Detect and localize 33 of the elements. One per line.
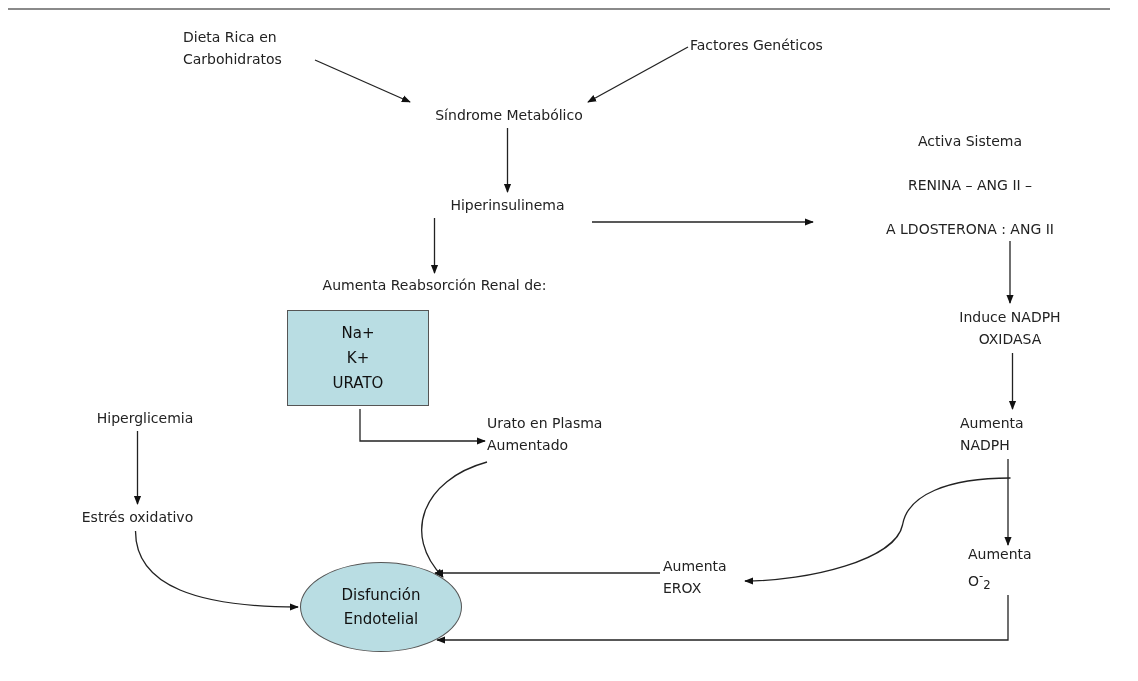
node-text: Hiperglicemia bbox=[96, 409, 194, 428]
box-text: URATO bbox=[332, 372, 384, 394]
ellipse-text: Disfunción Endotelial bbox=[340, 585, 422, 630]
node-text: Dieta Rica en Carbohidratos bbox=[183, 28, 283, 69]
arrow bbox=[434, 569, 661, 577]
node-text: Activa Sistema bbox=[917, 132, 1023, 151]
arrow bbox=[133, 430, 142, 505]
arrow bbox=[436, 594, 1009, 644]
arrow bbox=[587, 46, 689, 103]
arrow bbox=[430, 217, 439, 274]
arrow bbox=[1008, 352, 1017, 410]
node-text: RENINA – ANG II – bbox=[907, 176, 1033, 195]
arrow bbox=[314, 59, 411, 103]
arrow bbox=[421, 461, 488, 578]
node-text: A LDOSTERONA : ANG II bbox=[886, 220, 1054, 239]
node-text: Factores Genéticos bbox=[690, 36, 823, 55]
node-text: Induce NADPH OXIDASA bbox=[958, 308, 1062, 349]
arrow bbox=[744, 477, 1012, 585]
node-text: Síndrome Metabólico bbox=[435, 106, 583, 125]
node-text: Hiperinsulinema bbox=[450, 196, 565, 215]
arrow bbox=[1006, 240, 1014, 304]
arrow bbox=[1004, 458, 1012, 546]
heading-text: Aumenta Reabsorción Renal de: bbox=[322, 276, 547, 295]
arrow bbox=[591, 218, 814, 226]
node-text: Estrés oxidativo bbox=[81, 508, 194, 527]
node-text: Aumenta EROX bbox=[663, 557, 728, 598]
box-text: K+ bbox=[346, 347, 370, 369]
arrow bbox=[134, 530, 299, 611]
arrow bbox=[359, 408, 486, 445]
node-text: Urato en Plasma Aumentado bbox=[487, 414, 604, 455]
box-text: Na+ bbox=[341, 322, 375, 344]
arrow bbox=[503, 127, 512, 193]
node-text: Aumenta NADPH bbox=[960, 414, 1025, 455]
